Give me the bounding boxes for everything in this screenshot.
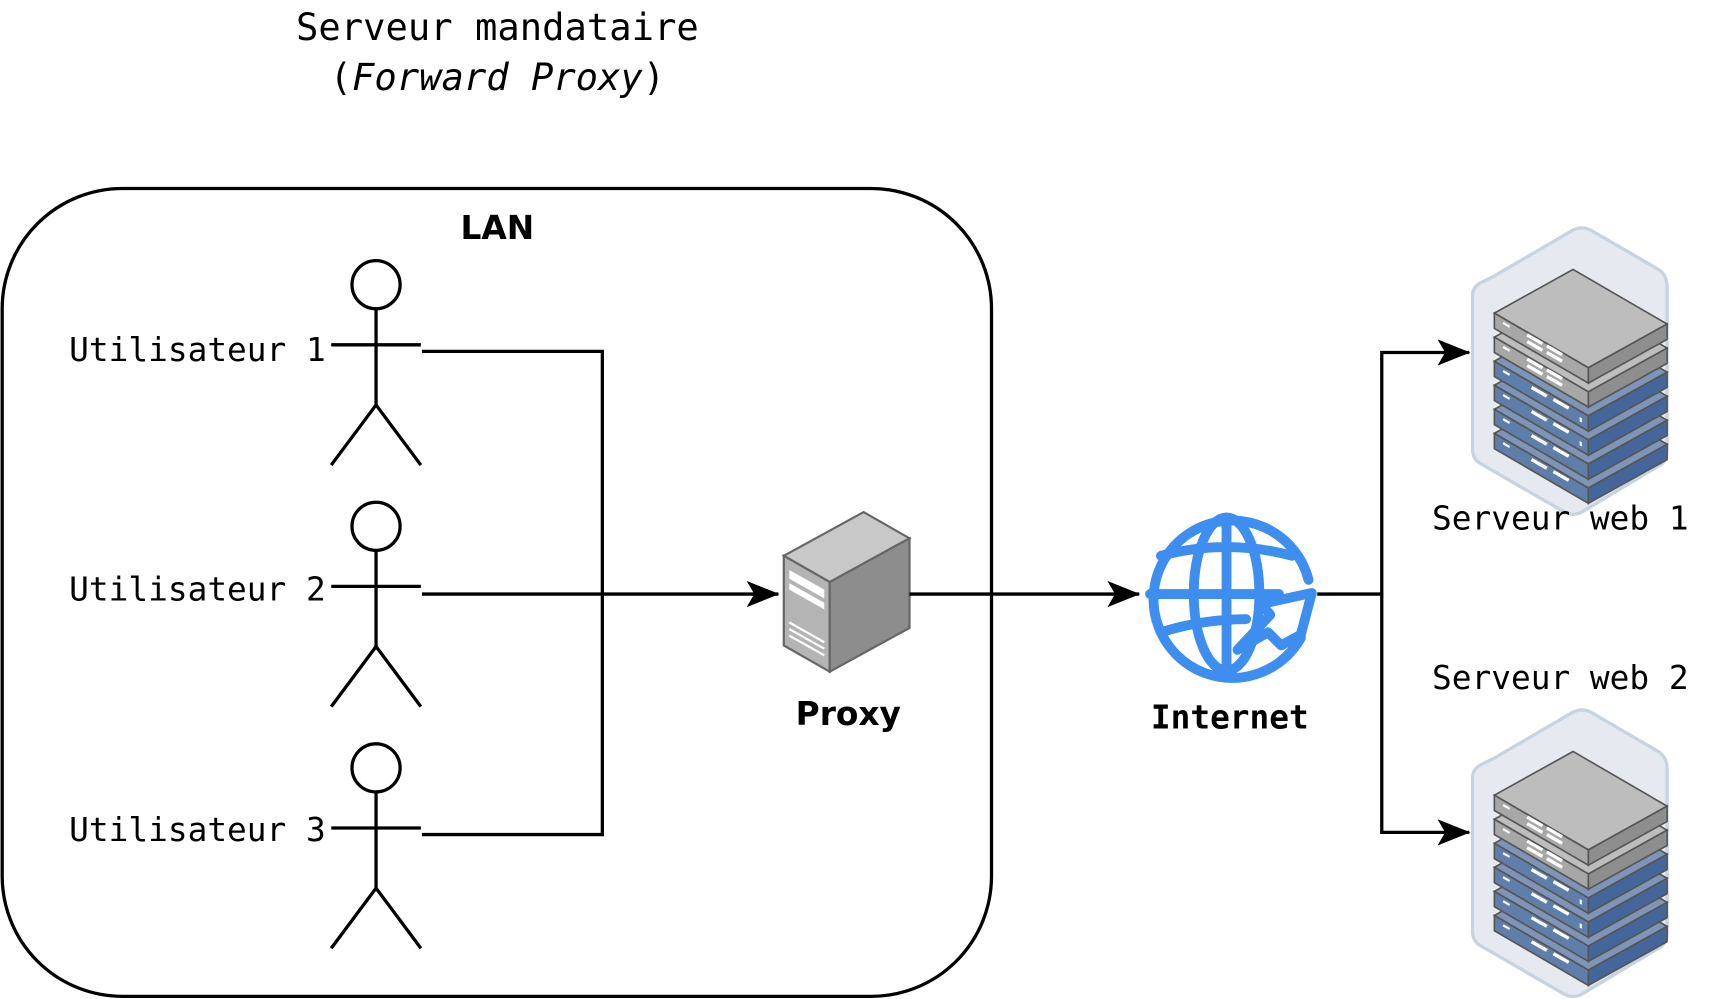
web-server-1[interactable]: Serveur web 1 [1432, 228, 1689, 538]
web-server-2[interactable]: Serveur web 2 [1432, 659, 1689, 996]
web-server-label: Serveur web 1 [1432, 500, 1689, 538]
edge-internet-server1 [1317, 339, 1471, 596]
server-rack-icon [1473, 710, 1668, 996]
user-3[interactable]: Utilisateur 3 [69, 742, 423, 950]
proxy-node[interactable]: Proxy [781, 510, 912, 733]
internet-node[interactable]: Internet [1145, 512, 1317, 737]
globe-icon [1145, 512, 1317, 683]
server-rack-icon [1473, 228, 1668, 514]
proxy-label: Proxy [796, 695, 901, 733]
diagram-title: Serveur mandataire (Forward Proxy) [296, 6, 699, 99]
edge-user1-proxy [421, 349, 604, 595]
user-1[interactable]: Utilisateur 1 [69, 259, 423, 467]
web-server-label: Serveur web 2 [1432, 659, 1689, 697]
title-paren-close: ) [643, 56, 665, 99]
server-tower-icon [781, 510, 912, 674]
user-2[interactable]: Utilisateur 2 [69, 500, 423, 709]
lan-label: LAN [461, 209, 535, 247]
title-line-2: (Forward Proxy) [330, 56, 666, 99]
title-italic: Forward Proxy [352, 56, 643, 99]
edge-internet-server2 [1380, 594, 1471, 846]
title-paren-open: ( [330, 56, 352, 99]
user-label: Utilisateur 3 [69, 811, 326, 849]
internet-label: Internet [1151, 699, 1309, 737]
user-label: Utilisateur 2 [69, 571, 326, 609]
user-label: Utilisateur 1 [69, 331, 326, 369]
edge-user3-proxy [421, 594, 604, 837]
title-line-1: Serveur mandataire [296, 6, 699, 49]
